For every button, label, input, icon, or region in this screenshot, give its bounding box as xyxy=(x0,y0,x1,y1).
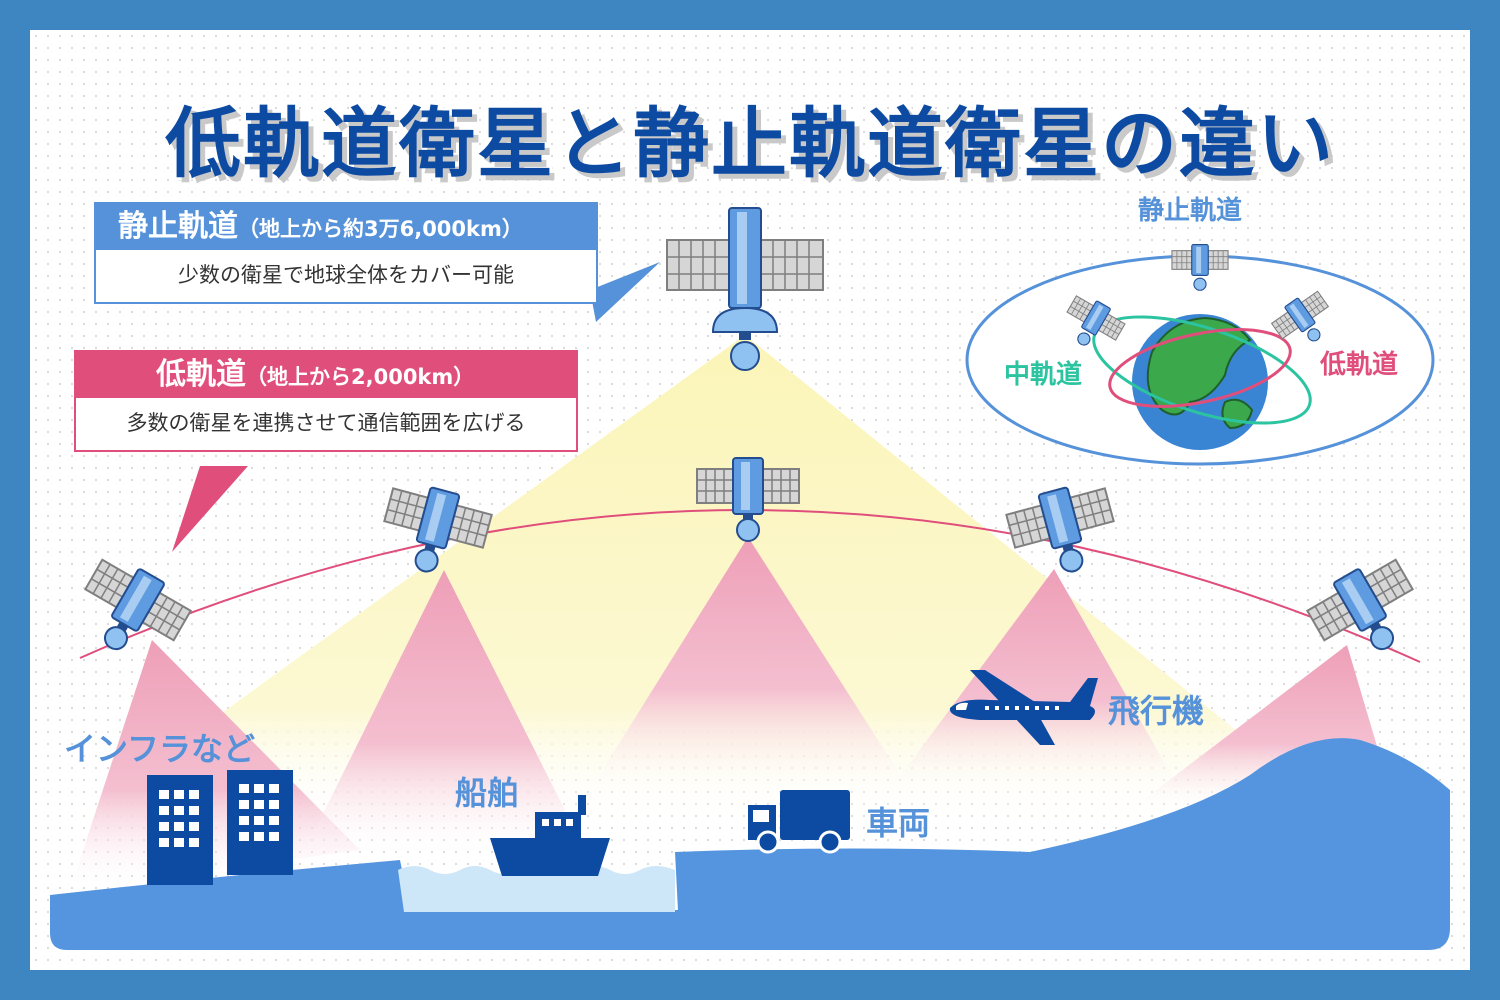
leo-coverage-beam xyxy=(590,537,910,790)
scene-illustration xyxy=(50,207,1450,950)
page-title: 低軌道衛星と静止軌道衛星の違い xyxy=(165,99,1335,188)
orbit-diagram xyxy=(965,245,1435,466)
orbit-label-leo: 低軌道 xyxy=(1320,350,1399,380)
sea xyxy=(398,866,675,912)
airplane-icon xyxy=(949,670,1098,745)
leo-box-header: 低軌道（地上から2,000km） xyxy=(76,352,576,398)
leo-info-box: 低軌道（地上から2,000km） 多数の衛星を連携させて通信範囲を広げる xyxy=(74,350,578,452)
geo-altitude: （地上から約3万6,000km） xyxy=(238,217,523,241)
ground-base xyxy=(400,910,690,950)
truck-icon xyxy=(748,790,850,854)
leo-callout-pointer xyxy=(172,466,248,552)
frame: 低軌道衛星と静止軌道衛星の違い 静止軌道（地上から約3万6,000km） 少数の… xyxy=(30,30,1470,970)
leo-coverage-beam xyxy=(890,569,1180,790)
ship-icon xyxy=(490,795,610,876)
ground-right xyxy=(675,738,1450,950)
orbit-label-geo: 静止軌道 xyxy=(1138,196,1243,226)
geo-box-header: 静止軌道（地上から約3万6,000km） xyxy=(96,204,596,250)
label-infrastructure: インフラなど xyxy=(64,730,256,768)
buildings-icon xyxy=(147,770,293,885)
geo-satellite-icon xyxy=(666,207,824,371)
geo-info-box: 静止軌道（地上から約3万6,000km） 少数の衛星で地球全体をカバー可能 xyxy=(94,202,598,304)
leo-satellite-icon xyxy=(1302,550,1432,673)
leo-coverage-beam xyxy=(300,570,590,860)
leo-heading: 低軌道 xyxy=(156,357,246,392)
orbit-label-meo: 中軌道 xyxy=(1004,360,1083,390)
geo-description: 少数の衛星で地球全体をカバー可能 xyxy=(178,263,514,287)
geo-heading: 静止軌道 xyxy=(118,209,238,244)
geo-callout-pointer xyxy=(590,262,660,322)
leo-altitude: （地上から2,000km） xyxy=(246,365,475,389)
label-vehicle: 車両 xyxy=(866,804,931,842)
leo-description: 多数の衛星を連携させて通信範囲を広げる xyxy=(126,411,526,435)
label-ship: 船舶 xyxy=(455,774,520,812)
label-airplane: 飛行機 xyxy=(1108,692,1205,730)
ground-left xyxy=(50,860,410,950)
